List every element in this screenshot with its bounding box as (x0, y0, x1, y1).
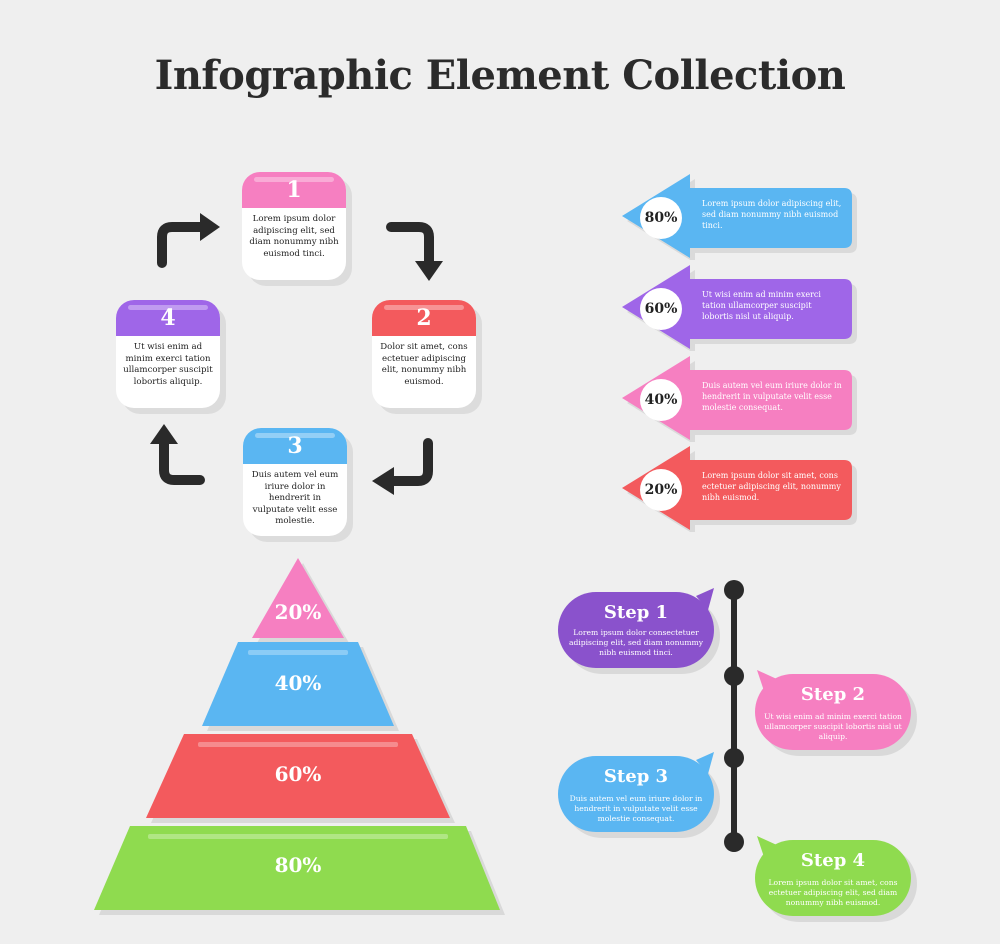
arrow-tag-shape (622, 446, 857, 532)
step-text: Duis autem vel eum iriure dolor in hendr… (569, 794, 703, 823)
step-text: Lorem ipsum dolor consectetuer adipiscin… (568, 628, 704, 657)
timeline-line (724, 580, 744, 852)
pyramid-label: 40% (274, 671, 322, 695)
step-text: Ut wisi enim ad minim exerci tation ulla… (764, 712, 902, 741)
arrow-tag-text: Ut wisi enim ad minim exerci tation ulla… (702, 290, 821, 321)
arrow-tag-2: 60% Ut wisi enim ad minim exerci tation … (618, 261, 858, 351)
speech-bubble-shape (755, 836, 917, 922)
pyramid-highlights (148, 650, 448, 839)
cycle-card-4-header: 4 (116, 300, 220, 336)
cycle-card-number: 2 (416, 305, 432, 331)
cycle-card-4: 4 Ut wisi enim ad minim exerci tation ul… (116, 300, 220, 408)
step-title: Step 2 (800, 684, 866, 705)
cycle-card-number: 1 (286, 177, 302, 203)
cycle-card-number: 3 (287, 433, 303, 459)
speech-bubble-shape (558, 752, 720, 838)
arrow-tag-3: 40% Duis autem vel eum iriure dolor in h… (618, 352, 858, 442)
page-title: Infographic Element Collection (154, 52, 846, 99)
cycle-card-text: Duis autem vel eum iriure dolor in hendr… (251, 470, 339, 526)
arrow-tag-shape (622, 356, 857, 442)
arrow-tag-percent: 60% (640, 288, 682, 330)
speech-bubble-shape (558, 588, 720, 674)
pyramid-level-3 (146, 734, 450, 818)
step-text: Lorem ipsum dolor sit amet, cons ectetue… (768, 878, 898, 907)
cycle-card-1: 1 Lorem ipsum dolor adipiscing elit, sed… (242, 172, 346, 280)
cycle-card-number: 4 (160, 305, 176, 331)
arrow-tag-percent: 40% (640, 379, 682, 421)
arrow-tag-4: 20% Lorem ipsum dolor sit amet, cons ect… (618, 442, 858, 532)
arrow-tag-text: Lorem ipsum dolor sit amet, cons ectetue… (702, 471, 841, 502)
pyramid-label: 20% (274, 600, 322, 624)
curved-arrow-icon (157, 213, 220, 268)
cycle-card-3-header: 3 (243, 428, 347, 464)
pyramid-level-2 (202, 642, 394, 726)
cycle-card-text: Ut wisi enim ad minim exerci tation ulla… (123, 342, 213, 387)
curved-arrow-icon (372, 438, 433, 495)
step-bubble-4: Step 4 Lorem ipsum dolor sit amet, cons … (755, 836, 917, 922)
arrow-tag-shape (622, 174, 857, 260)
speech-bubble-shape (755, 670, 917, 756)
cycle-card-2: 2 Dolor sit amet, cons ectetuer adipisci… (372, 300, 476, 408)
pyramid-label: 60% (274, 762, 322, 786)
curved-arrow-icon (386, 222, 443, 281)
step-title: Step 4 (800, 850, 866, 871)
step-bubble-1: Step 1 Lorem ipsum dolor consectetuer ad… (558, 588, 720, 674)
cycle-card-text: Lorem ipsum dolor adipiscing elit, sed d… (249, 214, 339, 259)
arrow-tag-percent: 20% (640, 469, 682, 511)
step-title: Step 3 (603, 766, 669, 787)
arrow-tag-1: 80% Lorem ipsum dolor adipiscing elit, s… (618, 170, 858, 260)
arrow-tag-percent: 80% (640, 197, 682, 239)
curved-arrow-icon (150, 424, 205, 485)
pyramid-level-1 (252, 558, 344, 638)
pyramid-label: 80% (274, 853, 322, 877)
pyramid-level-4 (94, 826, 500, 910)
arrow-tag-shape (622, 265, 857, 351)
arrow-tag-text: Lorem ipsum dolor adipiscing elit, sed d… (702, 199, 842, 230)
cycle-card-text: Dolor sit amet, cons ectetuer adipiscing… (380, 342, 468, 387)
cycle-card-2-header: 2 (372, 300, 476, 336)
cycle-card-1-header: 1 (242, 172, 346, 208)
arrow-tag-text: Duis autem vel eum iriure dolor in hendr… (702, 381, 842, 412)
step-bubble-2: Step 2 Ut wisi enim ad minim exerci tati… (755, 670, 917, 756)
step-bubble-3: Step 3 Duis autem vel eum iriure dolor i… (558, 752, 720, 838)
cycle-card-3: 3 Duis autem vel eum iriure dolor in hen… (243, 428, 347, 536)
step-title: Step 1 (603, 602, 669, 623)
